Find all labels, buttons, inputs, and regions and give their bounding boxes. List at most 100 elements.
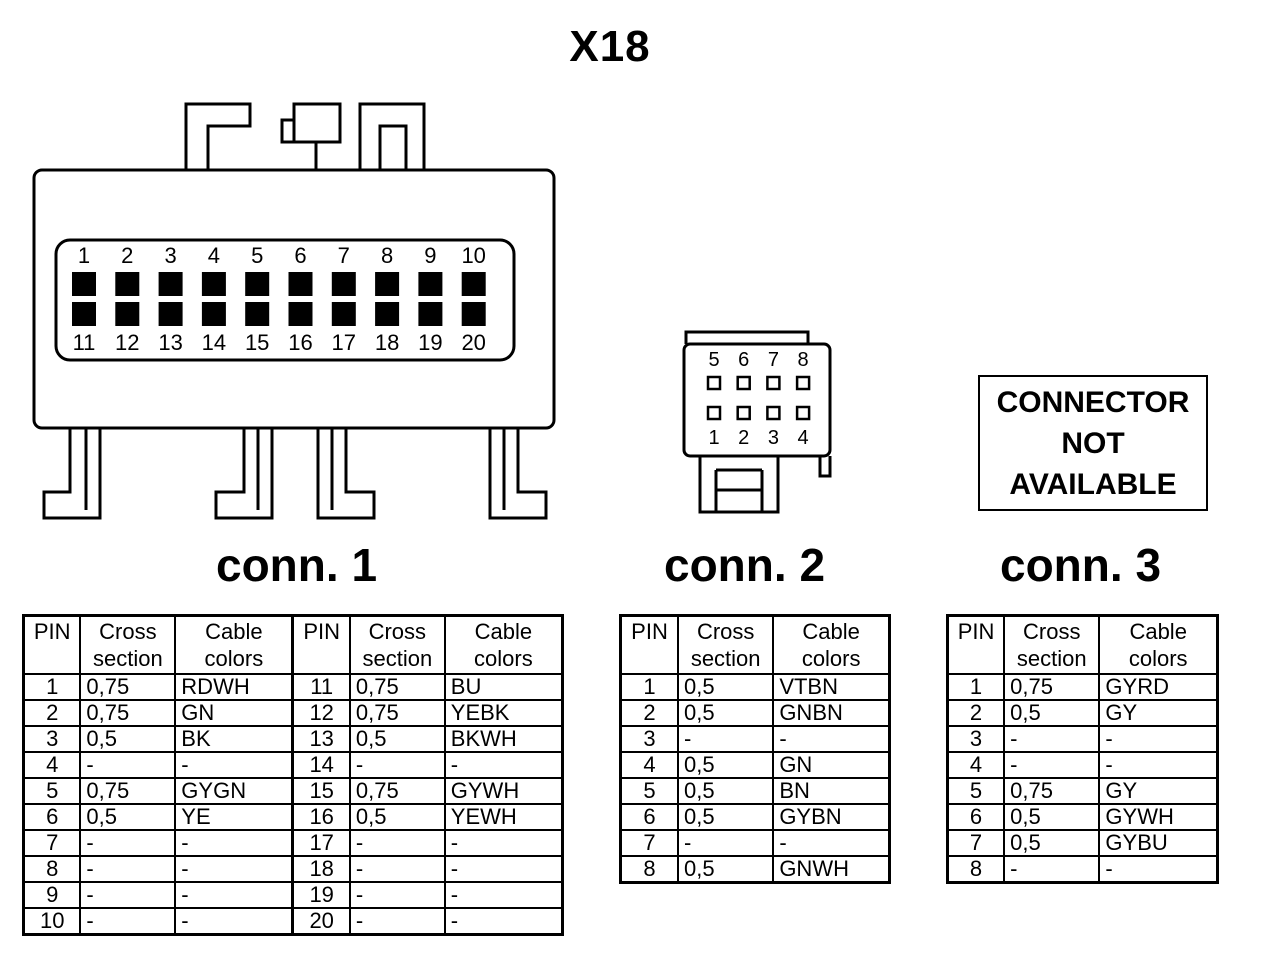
pin-number-cell: 13 <box>291 725 351 753</box>
pin-number-label: 8 <box>380 243 394 268</box>
pin-contact <box>201 272 226 296</box>
pin-number-cell: 17 <box>291 829 351 857</box>
pin-number-cell: 1 <box>946 673 1006 701</box>
pin-number-cell: 7 <box>22 829 82 857</box>
cable-color-cell: - <box>443 855 564 883</box>
cable-color-cell: - <box>174 855 294 883</box>
pin-contact <box>766 375 781 391</box>
pin-contact <box>375 302 400 326</box>
table-row: 4-- <box>946 751 1219 779</box>
cable-color-cell: GYRD <box>1098 673 1219 701</box>
pin-contact <box>461 272 486 296</box>
connector-not-available-box: CONNECTOR NOT AVAILABLE <box>978 375 1208 511</box>
cable-color-cell: YE <box>174 803 294 831</box>
pin-number-label: 8 <box>797 349 809 371</box>
pin-number-label: 5 <box>708 349 720 371</box>
pin-contact <box>245 302 270 326</box>
cable-color-cell: GYWH <box>1098 803 1219 831</box>
cross-section-cell: 0,75 <box>348 699 446 727</box>
pin-number-label: 4 <box>797 427 809 449</box>
cross-section-cell: 0,75 <box>1003 673 1101 701</box>
cable-color-cell: BK <box>174 725 294 753</box>
pin-contact <box>115 272 140 296</box>
pin-number-cell: 3 <box>946 725 1006 753</box>
cable-color-cell: BN <box>772 777 891 805</box>
pin-number-cell: 4 <box>619 751 680 779</box>
cable-color-cell: - <box>443 907 564 936</box>
cross-section-cell: - <box>1003 855 1101 884</box>
pin-contact <box>795 405 811 421</box>
cable-color-cell: YEWH <box>443 803 564 831</box>
pin-number-cell: 8 <box>946 855 1006 884</box>
cross-section-cell: 0,5 <box>348 725 446 753</box>
pin-number-label: 11 <box>72 330 96 355</box>
cross-section-cell: - <box>348 751 446 779</box>
pin-number-label: 9 <box>424 243 437 268</box>
pin-number-label: 3 <box>767 427 779 449</box>
cross-section-cell: 0,5 <box>1003 829 1101 857</box>
cross-section-cell: 0,5 <box>79 725 177 753</box>
cable-color-cell: - <box>772 829 891 857</box>
conn3-label: conn. 3 <box>1000 539 1162 591</box>
pin-number-label: 18 <box>374 330 400 355</box>
pin-number-label: 6 <box>294 243 307 268</box>
pin-contact <box>418 302 443 326</box>
pin-number-cell: 7 <box>946 829 1006 857</box>
cross-section-cell: - <box>79 829 177 857</box>
pin-contact <box>331 302 356 326</box>
pin-contact <box>72 272 96 296</box>
cable-color-cell: GY <box>1098 699 1219 727</box>
cross-section-cell: 0,5 <box>677 751 775 779</box>
cross-section-cell: 0,5 <box>677 699 775 727</box>
pin-contact <box>766 405 781 421</box>
pin-number-cell: 6 <box>22 803 82 831</box>
pin-number-cell: 5 <box>619 777 680 805</box>
pin-number-cell: 10 <box>22 907 82 936</box>
cable-color-cell: - <box>443 829 564 857</box>
table-row: 7--17-- <box>22 829 564 857</box>
table-row: 10--20-- <box>22 907 564 936</box>
conn2-drawing <box>682 330 832 514</box>
pin-header: PIN <box>22 614 82 675</box>
pin-number-label: 20 <box>461 330 486 355</box>
pin-number-label: 2 <box>738 427 750 449</box>
pin-number-cell: 9 <box>22 881 82 909</box>
cross-section-cell: 0,75 <box>79 777 177 805</box>
cross-section-cell: 0,75 <box>1003 777 1101 805</box>
pin-contact <box>201 302 226 326</box>
pin-number-cell: 4 <box>22 751 82 779</box>
cross-section-cell: 0,5 <box>677 855 775 884</box>
cross-section-cell: 0,5 <box>348 803 446 831</box>
conn1-label: conn. 1 <box>216 539 378 591</box>
cable-color-cell: - <box>443 881 564 909</box>
conn2-pin-grid <box>706 375 811 421</box>
pin-contact <box>736 375 751 391</box>
cable-color-cell: GYWH <box>443 777 564 805</box>
cable-color-cell: - <box>772 725 891 753</box>
cable-color-cell: - <box>174 907 294 936</box>
cable-color-cell: YEBK <box>443 699 564 727</box>
not-available-line: NOT <box>1061 426 1125 460</box>
pin-number-label: 15 <box>244 330 270 355</box>
pin-number-label: 14 <box>201 330 227 355</box>
pin-number-cell: 3 <box>22 725 82 753</box>
pin-number-cell: 19 <box>291 881 351 909</box>
pin-contact <box>158 302 183 326</box>
table-row: 3-- <box>946 725 1219 753</box>
pin-number-label: 13 <box>158 330 183 355</box>
cross-section-cell: - <box>348 907 446 936</box>
